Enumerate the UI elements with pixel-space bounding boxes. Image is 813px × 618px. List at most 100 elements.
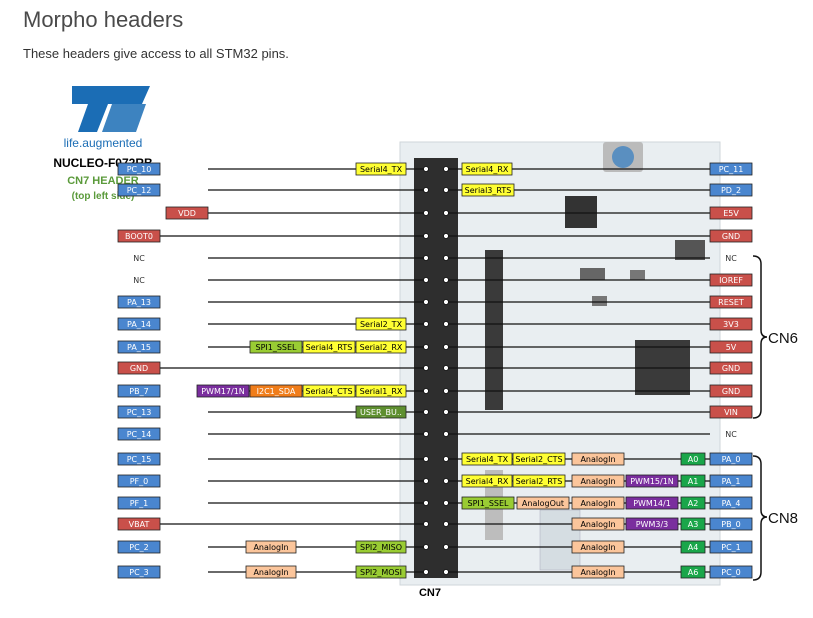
left-pin-gnd-10-text: GND	[130, 364, 148, 373]
left-pin-pc-14-13: PC_14	[117, 427, 161, 441]
right-func-serial4-rx-1: Serial4_RX	[461, 162, 513, 176]
left-row-16: PF_1	[117, 496, 429, 510]
right-pin-pd-2-2: PD_2	[709, 183, 753, 197]
right-pin-vin-12-text: VIN	[724, 408, 738, 417]
pin-dot	[423, 431, 429, 437]
left-func-spi1-ssel-9-text: SPI1_SSEL	[255, 343, 297, 352]
left-func-spi2-mosi-19: SPI2_MOSI	[355, 565, 407, 579]
pin-dot	[423, 187, 429, 193]
pin-dot	[443, 365, 449, 371]
pin-dot	[443, 255, 449, 261]
left-func-analogin-19: AnalogIn	[245, 565, 297, 579]
pin-dot	[423, 210, 429, 216]
board-background	[399, 141, 721, 586]
right-func-serial4-rx-1-text: Serial4_RX	[466, 165, 509, 174]
pin-dot	[443, 544, 449, 550]
right-row-6: IOREF	[443, 273, 753, 287]
left-func-pwm17-1n-11: PWM17/1N	[196, 384, 250, 398]
left-pin-pc-13-12: PC_13	[117, 405, 161, 419]
right-pin-gnd-4: GND	[709, 229, 753, 243]
left-pin-pb-7-11-text: PB_7	[129, 387, 148, 396]
left-func-spi2-miso-18-text: SPI2_MISO	[360, 543, 402, 552]
left-func-serial4-cts-11-text: Serial4_CTS	[305, 387, 352, 396]
left-pin-pb-7-11: PB_7	[117, 384, 161, 398]
left-pin-pc-10-1-text: PC_10	[127, 165, 152, 174]
pin-dot	[423, 409, 429, 415]
pin-dot	[423, 521, 429, 527]
pin-dot	[443, 409, 449, 415]
left-row-4: BOOT0	[117, 229, 429, 243]
right-row-11: GND	[443, 384, 753, 398]
arduino-pin-a1: A1	[680, 474, 706, 488]
right-func-pwm15-1n-15: PWM15/1N	[625, 474, 679, 488]
left-pin-nc-6-text: NC	[133, 276, 145, 285]
right-pin-pc-0-19: PC_0	[709, 565, 753, 579]
right-pin-e5v-3-text: E5V	[723, 209, 739, 218]
right-pin-vin-12: VIN	[709, 405, 753, 419]
left-func-spi2-miso-18: SPI2_MISO	[355, 540, 407, 554]
right-func-serial2-rts-15-text: Serial2_RTS	[516, 477, 563, 486]
left-func-analogin-18-text: AnalogIn	[253, 543, 288, 552]
pin-dot	[423, 478, 429, 484]
left-pin-vbat-17-text: VBAT	[129, 520, 150, 529]
left-pin-nc-6: NC	[133, 276, 145, 285]
left-pin-pc-14-13-text: PC_14	[127, 430, 152, 439]
right-pin-e5v-3: E5V	[709, 206, 753, 220]
pin-dot	[423, 277, 429, 283]
right-row-4: GND	[443, 229, 753, 243]
left-func-serial4-rts-9: Serial4_RTS	[302, 340, 356, 354]
left-row-15: PF_0	[117, 474, 429, 488]
right-func-analogin-19-text: AnalogIn	[580, 568, 615, 577]
left-func-serial1-rx-11-text: Serial1_RX	[360, 387, 403, 396]
left-pin-nc-5-text: NC	[133, 254, 145, 263]
right-pin-ioref-6-text: IOREF	[719, 276, 743, 285]
left-pin-pc-3-19: PC_3	[117, 565, 161, 579]
right-pin-gnd-4-text: GND	[722, 232, 740, 241]
pin-dot	[443, 521, 449, 527]
right-pin-gnd-10-text: GND	[722, 364, 740, 373]
page-description: These headers give access to all STM32 p…	[23, 46, 289, 61]
left-func-serial2-tx-8: Serial2_TX	[355, 317, 407, 331]
pin-dot	[443, 456, 449, 462]
right-func-serial2-rts-15: Serial2_RTS	[512, 474, 566, 488]
pin-dot	[423, 500, 429, 506]
left-func-serial4-rts-9-text: Serial4_RTS	[306, 343, 353, 352]
left-pin-nc-5: NC	[133, 254, 145, 263]
right-pin-3v3-8: 3V3	[709, 317, 753, 331]
right-pin-pd-2-2-text: PD_2	[721, 186, 741, 195]
left-func-analogin-18: AnalogIn	[245, 540, 297, 554]
left-pin-pa-14-8: PA_14	[117, 317, 161, 331]
pin-dot	[423, 233, 429, 239]
arduino-pin-a6-text: A6	[688, 568, 699, 577]
right-row-13: NC	[443, 430, 737, 439]
right-pin-5v-9-text: 5V	[726, 343, 737, 352]
right-pin-nc-5: NC	[725, 254, 737, 263]
left-row-17: VBAT	[117, 517, 429, 531]
right-pin-nc-13: NC	[725, 430, 737, 439]
left-pin-pc-12-2-text: PC_12	[127, 186, 152, 195]
left-pin-pc-15-14-text: PC_15	[127, 455, 152, 464]
cn8-label: CN8	[768, 510, 798, 527]
pin-dot	[423, 388, 429, 394]
cn6-bracket	[752, 255, 768, 419]
right-pin-nc-13-text: NC	[725, 430, 737, 439]
right-func-serial4-tx-14: Serial4_TX	[461, 452, 513, 466]
left-pin-pf-0-15: PF_0	[117, 474, 161, 488]
right-row-3: E5V	[443, 206, 753, 220]
pin-dot	[443, 321, 449, 327]
right-pin-reset-7-text: RESET	[718, 298, 744, 307]
pin-dot	[423, 456, 429, 462]
right-func-analogin-14-text: AnalogIn	[580, 455, 615, 464]
right-func-analogin-16-text: AnalogIn	[580, 499, 615, 508]
pin-dot	[443, 187, 449, 193]
right-pin-pc-1-18: PC_1	[709, 540, 753, 554]
right-func-pwm14-1-16-text: PWM14/1	[633, 499, 671, 508]
left-pin-pf-1-16: PF_1	[117, 496, 161, 510]
